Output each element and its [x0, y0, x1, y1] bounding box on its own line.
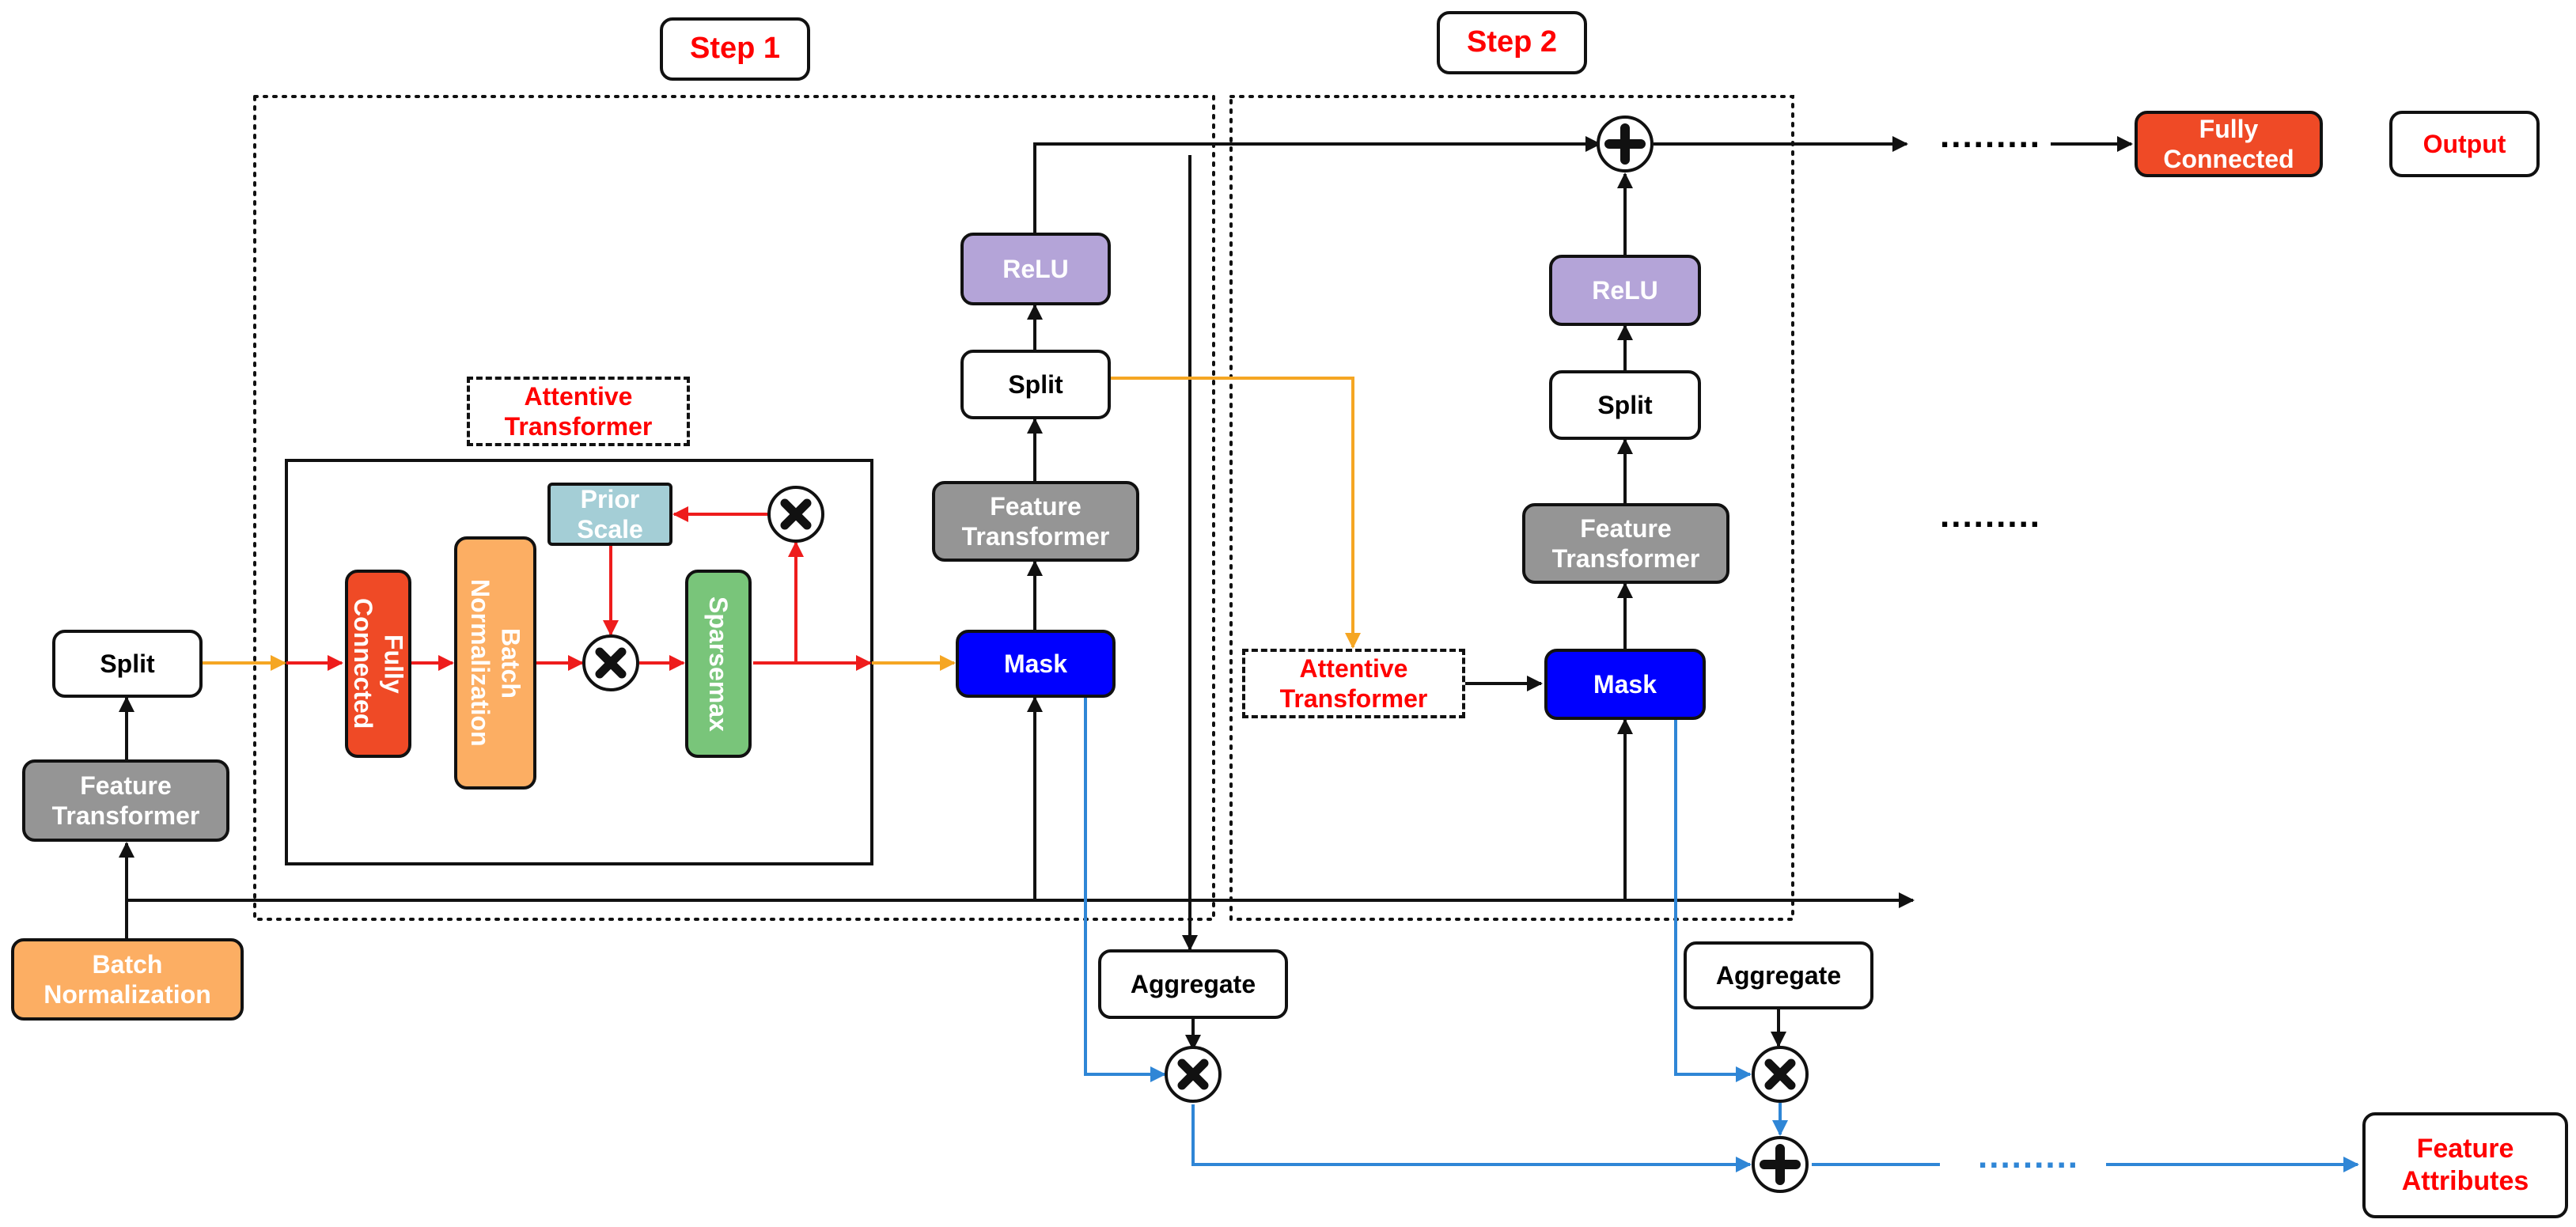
prior-scale-node: Prior Scale — [547, 483, 672, 546]
step2-title: Step 2 — [1437, 11, 1587, 74]
attentive-transformer-step2-node: Attentive Transformer — [1242, 649, 1465, 718]
step1-region — [253, 95, 1215, 921]
add-operator-attributes — [1752, 1136, 1809, 1193]
mask-step1-node: Mask — [956, 630, 1116, 698]
ellipsis-middle: ......... — [1940, 496, 2042, 535]
multiply-operator-step1-attributes — [1165, 1046, 1222, 1103]
step1-title: Step 1 — [660, 17, 810, 81]
arrow-split1-to-att2 — [1109, 377, 1361, 649]
mask-step2-node: Mask — [1544, 649, 1706, 720]
split-initial-node: Split — [52, 630, 203, 698]
attentive-transformer-step1-label: Attentive Transformer — [467, 377, 690, 446]
ellipsis-top: ......... — [1940, 116, 2042, 155]
arrow-relu1-to-plus-top — [1033, 136, 1601, 233]
sparsemax-node: Sparsemax — [685, 570, 752, 758]
batch-normalization-inner-node: Batch Normalization — [454, 536, 536, 790]
add-operator-output — [1597, 116, 1654, 172]
aggregate-step1-node: Aggregate — [1098, 949, 1288, 1019]
arrow-mask2-to-mult — [1674, 717, 1752, 1082]
split-step1-node: Split — [960, 350, 1111, 419]
feature-transformer-step2-node: Feature Transformer — [1522, 503, 1729, 584]
fully-connected-output-node: Fully Connected — [2135, 111, 2323, 177]
relu-step1-node: ReLU — [960, 233, 1111, 305]
feature-transformer-initial-node: Feature Transformer — [22, 759, 229, 842]
feature-transformer-step1-node: Feature Transformer — [932, 481, 1139, 562]
split-step2-node: Split — [1549, 370, 1701, 440]
arrow-mult1-to-plus — [1191, 1104, 1752, 1172]
multiply-operator-step2-attributes — [1752, 1046, 1809, 1103]
multiply-operator-prior-feedback — [767, 486, 824, 543]
batch-normalization-input-node: Batch Normalization — [11, 938, 244, 1021]
ellipsis-bottom: ......... — [1978, 1137, 2080, 1176]
output-node: Output — [2389, 111, 2540, 177]
arrow-mask1-to-mult — [1084, 698, 1166, 1082]
relu-step2-node: ReLU — [1549, 255, 1701, 326]
aggregate-step2-node: Aggregate — [1684, 941, 1873, 1009]
step2-region — [1229, 95, 1794, 921]
fully-connected-inner-node: Fully Connected — [345, 570, 411, 758]
multiply-operator-inner — [582, 634, 639, 691]
feature-attributes-node: Feature Attributes — [2362, 1112, 2568, 1218]
